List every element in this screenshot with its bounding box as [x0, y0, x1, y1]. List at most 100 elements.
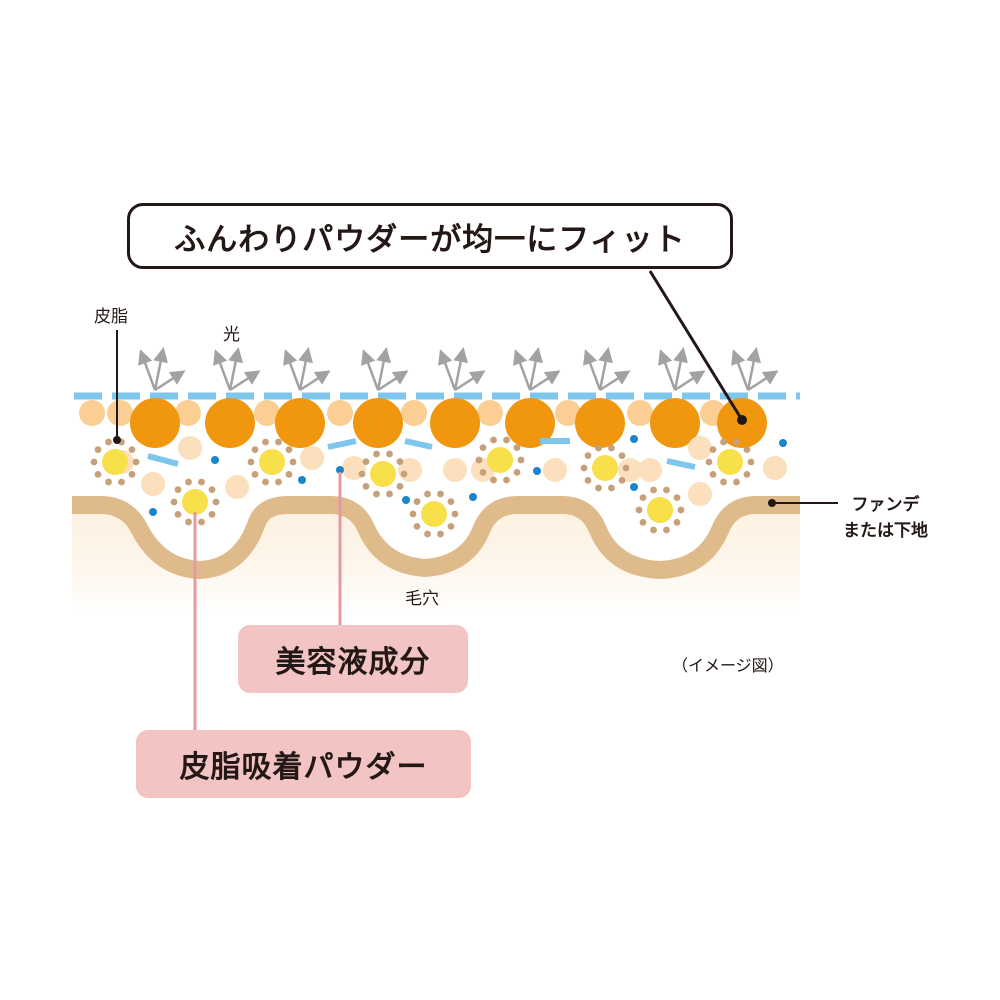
light-orange-particle	[477, 400, 503, 426]
sebum-dot	[447, 498, 455, 506]
light-arrow	[377, 370, 409, 392]
fit-powder-particle	[650, 398, 700, 448]
serum-callout: 美容液成分	[238, 625, 468, 693]
sebum-dot	[262, 438, 269, 446]
light-label: 光	[223, 325, 240, 345]
sebum-dot	[650, 526, 657, 534]
serum-dot	[402, 496, 410, 504]
sebum-dot	[705, 458, 713, 466]
serum-callout-text: 美容液成分	[275, 645, 431, 680]
light-orange-particle	[175, 400, 201, 426]
sebum-dot	[413, 498, 421, 506]
sebum-dot	[185, 518, 192, 526]
sebum-dot	[212, 498, 220, 506]
cream-particle	[618, 458, 642, 482]
sebum-dot	[513, 444, 521, 452]
sebum-dot	[409, 510, 417, 518]
sebum-dot	[386, 450, 393, 458]
fit-powder-particle	[130, 398, 180, 448]
sebum-dot	[105, 478, 112, 486]
sebum-dot	[503, 476, 510, 484]
light-orange-particle	[254, 400, 280, 426]
serum-bar	[327, 438, 357, 450]
sebum-dot	[622, 464, 630, 472]
sebum-core	[717, 449, 743, 475]
sebum-dot	[373, 450, 380, 458]
light-orange-particle	[79, 400, 105, 426]
cream-particle	[688, 436, 712, 460]
cream-particle	[225, 475, 249, 499]
sebum-core	[592, 455, 618, 481]
sebum-dot	[747, 458, 755, 466]
light-orange-particle	[107, 400, 133, 426]
sebum-dot	[251, 470, 259, 478]
sebum-dot	[743, 470, 751, 478]
sebum-dot	[358, 470, 366, 478]
light-arrow	[583, 349, 602, 391]
light-arrow	[138, 349, 157, 391]
sebum-absorbing-powder	[705, 438, 755, 486]
pore-label: 毛穴	[405, 589, 439, 609]
foundation-label-line1: ファンデ	[851, 495, 920, 515]
sebum-dot	[208, 510, 216, 518]
light-arrow	[453, 347, 469, 391]
sebum-dot	[424, 530, 431, 538]
light-orange-particle	[401, 400, 427, 426]
serum-dot	[630, 483, 638, 491]
sebum-core	[102, 449, 128, 475]
serum-dot	[211, 456, 219, 464]
fit-powder-particle	[275, 398, 325, 448]
light-arrow	[438, 349, 457, 391]
sebum-dot	[479, 468, 487, 476]
sebum-dot	[513, 468, 521, 476]
main-callout-leader-dot	[737, 415, 747, 425]
light-arrow	[299, 370, 331, 392]
sebum-core	[487, 447, 513, 473]
particle-layer	[79, 398, 787, 538]
sebum-dot	[185, 478, 192, 486]
sebum-dot	[424, 490, 431, 498]
fit-powder-particle	[575, 398, 625, 448]
serum-dot	[336, 466, 344, 474]
sebum-dot	[174, 510, 182, 518]
sebum-dot	[262, 478, 269, 486]
serum-dot	[533, 467, 541, 475]
serum-dot	[630, 435, 638, 443]
cream-particle	[178, 436, 202, 460]
foundation-layer	[72, 496, 800, 579]
light-arrow	[746, 347, 762, 391]
main-callout-leader	[648, 270, 744, 421]
light-arrow	[229, 370, 261, 392]
fit-powder-particle	[205, 398, 255, 448]
light-arrow	[513, 349, 532, 391]
light-arrow	[528, 347, 544, 391]
sebum-dot	[517, 456, 525, 464]
sebum-dot	[174, 486, 182, 494]
light-arrow	[599, 370, 631, 392]
sebum-dot	[677, 506, 685, 514]
sebum-dot	[396, 458, 404, 466]
sebum-dot	[90, 458, 98, 466]
sebum-dot	[479, 444, 487, 452]
light-arrow	[228, 347, 244, 391]
sebum-absorbing-powder	[358, 450, 408, 498]
sebum-dot	[373, 490, 380, 498]
light-arrow	[747, 370, 779, 392]
sebum-dot	[396, 482, 404, 490]
light-orange-particle	[327, 400, 353, 426]
sebum-dot	[608, 484, 615, 492]
sebum-dot	[503, 436, 510, 444]
sebum-dot	[733, 438, 740, 446]
sebum-dot	[618, 452, 626, 460]
light-arrow	[454, 370, 486, 392]
sebum-dot	[475, 456, 483, 464]
sebum-dot	[437, 530, 444, 538]
sebum-dot	[490, 436, 497, 444]
sebum-dot	[275, 438, 282, 446]
sebum-absorbing-powder	[409, 490, 459, 538]
light-arrow	[674, 370, 706, 392]
sebum-absorbing-powder	[580, 444, 630, 492]
serum-dot	[298, 476, 306, 484]
sebum-dot	[650, 486, 657, 494]
sebum-dot	[128, 446, 136, 454]
